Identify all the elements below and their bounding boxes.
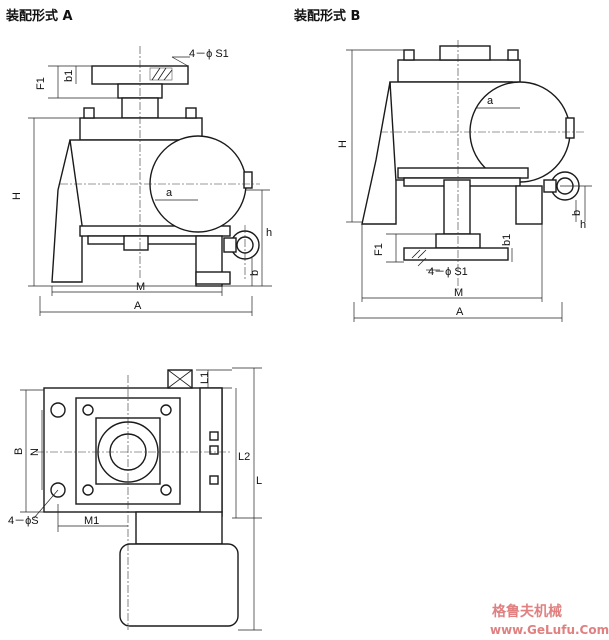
a-width-label-b: A — [456, 306, 464, 318]
flange-hatch-a — [149, 67, 173, 81]
b1-label-a: b1 — [63, 70, 75, 82]
bottom-flange-b — [403, 247, 509, 261]
h-big-label-a: H — [11, 192, 23, 200]
flange-hole — [160, 484, 172, 496]
left-rib-b — [361, 81, 397, 225]
s1-label-b: 4－ϕ S1 — [428, 266, 468, 278]
h-small-label-a: h — [266, 227, 272, 239]
l-label: L — [256, 475, 262, 487]
top-plate-a — [79, 117, 203, 141]
b1-label-b: b1 — [501, 234, 513, 246]
h-small-label-b: h — [580, 219, 586, 231]
view-a-title: 装配形式 A — [5, 8, 73, 24]
b-label-a: b — [249, 270, 261, 276]
view-b: 装配形式 B H a — [293, 8, 592, 322]
b-label-c: B — [13, 448, 25, 455]
m-label-a: M — [136, 281, 145, 293]
h-big-label-b: H — [337, 140, 349, 148]
motor-cap-b — [565, 117, 575, 139]
n-label-c: N — [29, 448, 41, 456]
l1-label: L1 — [199, 372, 211, 384]
flange-hole — [160, 404, 172, 416]
top-plate-b — [397, 59, 521, 83]
l2-label: L2 — [238, 451, 250, 463]
right-foot-b — [515, 185, 543, 225]
b-label-b: b — [571, 210, 583, 216]
base-hole — [50, 402, 66, 418]
m-label-b: M — [454, 287, 463, 299]
f1-label-b: F1 — [373, 243, 385, 256]
view-a: 装配形式 A 4－ϕ S1 — [5, 8, 272, 316]
motor-cap-a — [243, 171, 253, 189]
shaft-stub-a — [123, 235, 149, 251]
flange-hole — [82, 404, 94, 416]
a-width-label-a: A — [134, 300, 142, 312]
view-b-title: 装配形式 B — [293, 8, 360, 24]
watermark-url: www.GeLufu.Com — [490, 623, 609, 637]
a-label-a: a — [166, 187, 173, 199]
motor-body — [119, 543, 239, 627]
view-top: L1 L2 L B N 4－ϕS M1 — [8, 367, 262, 631]
motor-neck — [135, 511, 223, 545]
flange-hole — [82, 484, 94, 496]
lower-shaft-b — [443, 179, 471, 235]
left-rib-a — [51, 139, 83, 283]
m1-label-c: M1 — [84, 515, 99, 527]
watermark-cn: 格鲁夫机械 — [492, 603, 562, 620]
a-label-b: a — [487, 95, 494, 107]
s-label-c: 4－ϕS — [8, 515, 39, 527]
f1-label-a: F1 — [35, 77, 47, 90]
s1-label-a: 4－ϕ S1 — [189, 48, 229, 60]
